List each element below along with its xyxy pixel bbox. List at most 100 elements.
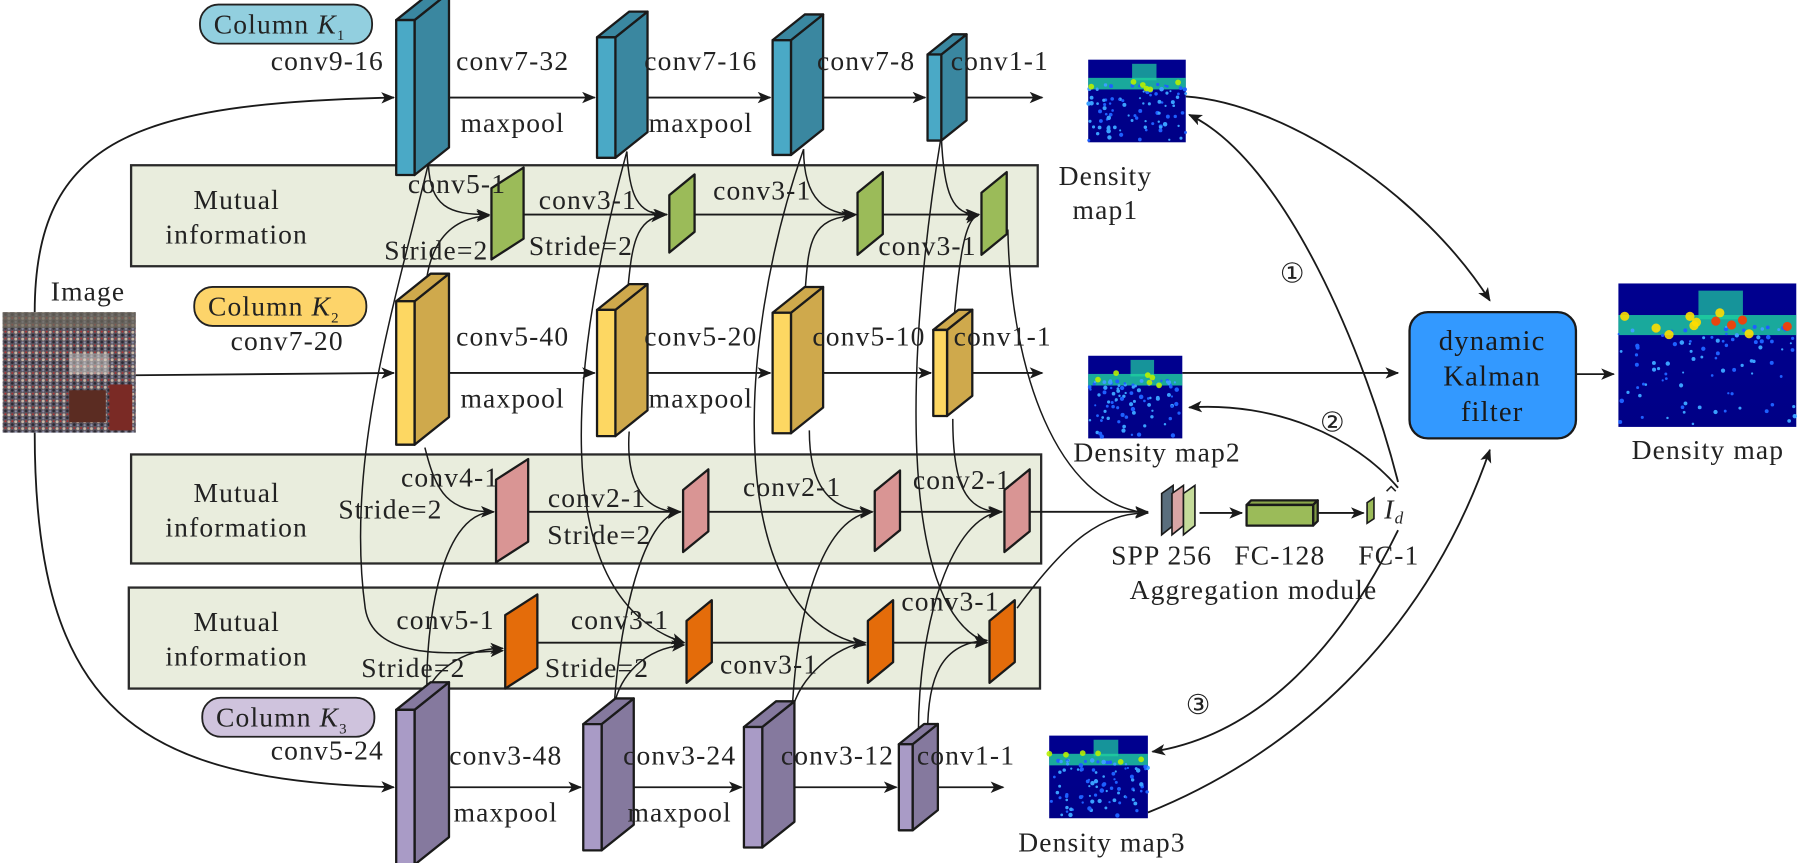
column-k3-layer-label-1: conv5-24 [271, 735, 384, 766]
final-density-map-label: Density map [1632, 434, 1785, 465]
mutual-info-3-layer-label-2: conv3-1 [571, 604, 669, 635]
maxpool-label: maxpool [627, 797, 731, 828]
mutual-info-connector [808, 430, 874, 518]
column-k3-layer-label-4: conv3-12 [781, 739, 894, 770]
mutual-info-1-layer-4 [980, 170, 1008, 256]
fc1-label: FC-1 [1358, 540, 1419, 571]
image-to-column-k2-edge [135, 367, 396, 379]
mutual-info-1-layer-1 [490, 166, 525, 261]
column-k1-layer-label-2: conv7-32 [456, 45, 569, 76]
mutual-info-connector [1016, 507, 1150, 609]
kalman-line-2: Kalman [1443, 361, 1541, 393]
mutual-info-1-layer-label-4: conv3-1 [878, 230, 976, 261]
mutual-info-3-layer-4 [988, 599, 1016, 684]
mutual-info-1-layer-3 [856, 170, 884, 256]
column-k2-layer-label-4: conv5-10 [812, 320, 925, 351]
column-k2-layer-label-1: conv7-20 [231, 325, 344, 356]
stride-label: Stride=2 [547, 519, 651, 550]
column-k3-layer-label-5: conv1-1 [917, 739, 1015, 770]
maxpool-label: maxpool [649, 382, 753, 413]
mutual-info-3-layer-label-4: conv3-1 [901, 586, 999, 617]
column-k3-pill: Column K3 [201, 696, 376, 738]
maxpool-label: maxpool [454, 797, 558, 828]
density-map-3 [1046, 735, 1150, 819]
mutual-info-label-line1: Mutual [193, 606, 279, 637]
mutual-info-2-layer-label-4: conv2-1 [913, 464, 1011, 495]
column-k2-layer-1 [395, 272, 451, 446]
column-k1-layer-3 [771, 13, 825, 157]
hat-accent [1386, 485, 1397, 492]
feedback-2-edge [1188, 400, 1399, 489]
dm1-to-kalman-edge [1185, 95, 1491, 302]
column-k2-layer-label-5: conv1-1 [954, 320, 1052, 351]
column-pill-text: Column K1 [214, 8, 346, 44]
mutual-info-connector [580, 151, 686, 645]
density-map2-label: Density map2 [1073, 436, 1240, 467]
mutual-info-connector [791, 507, 874, 712]
column-k3-layer-2 [582, 697, 635, 852]
column-k1-layer-4 [926, 33, 968, 142]
column-k1-layer-label-3: conv7-16 [644, 45, 757, 76]
column-k3-layer-4 [897, 722, 940, 832]
column-k2-layer-label-2: conv5-40 [456, 320, 569, 351]
column-k3-layer-label-2: conv3-48 [449, 739, 562, 770]
fc128-block [1245, 499, 1319, 527]
mutual-info-1-layer-label-3: conv3-1 [713, 175, 811, 206]
mutual-info-2-layer-label-2: conv2-1 [548, 482, 646, 513]
column-pill-text: Column K3 [216, 701, 348, 737]
column-k1-layer-2 [595, 10, 649, 159]
final-density-map [1617, 283, 1797, 427]
mutual-info-3-layer-2 [685, 599, 713, 684]
mutual-info-3-layer-3 [866, 599, 895, 684]
column-k3-layer-label-3: conv3-24 [623, 739, 736, 770]
feedback-marker-2: ② [1320, 407, 1346, 438]
density-map1-label-line2: map1 [1073, 194, 1139, 225]
input-image-label: Image [51, 276, 126, 307]
mutual-info-connector [613, 507, 681, 705]
maxpool-label: maxpool [460, 382, 564, 413]
feedback-1-edge [1188, 113, 1399, 483]
spp-block [1160, 483, 1196, 537]
mutual-info-connector [915, 135, 989, 644]
mutual-info-connector [917, 507, 1003, 735]
column-pill-text: Column K2 [208, 291, 340, 327]
mutual-info-2-layer-label-1: conv4-1 [401, 462, 499, 493]
column-k1-pill: Column K1 [199, 3, 374, 45]
mutual-info-connector [359, 163, 505, 658]
density-map1-label-line1: Density [1059, 160, 1153, 191]
mutual-info-label-line2: information [165, 641, 308, 672]
mutual-info-label-line2: information [165, 218, 308, 249]
estimated-density-symbol: Id [1383, 494, 1404, 528]
mutual-info-2-layer-3 [873, 469, 902, 552]
mutual-info-1-layer-label-2: conv3-1 [539, 184, 637, 215]
maxpool-label: maxpool [460, 107, 564, 138]
mutual-info-label-line1: Mutual [193, 184, 279, 215]
final-density-map-image [1617, 283, 1797, 427]
stride-label: Stride=2 [338, 494, 442, 525]
density-map-1 [1086, 59, 1188, 143]
column-k2-pill: Column K2 [193, 285, 368, 327]
column-k1-layer-label-4: conv7-8 [817, 45, 915, 76]
mutual-info-connector [753, 148, 867, 649]
column-k3-layer-3 [742, 700, 796, 849]
column-k1-layer-label-1: conv9-16 [271, 45, 384, 76]
column-k3-layer-1 [395, 681, 451, 863]
column-k2-layer-2 [595, 282, 649, 438]
mutual-info-connector [1007, 229, 1150, 518]
mutual-info-connector [424, 447, 495, 518]
maxpool-label: maxpool [649, 107, 753, 138]
mutual-info-1-layer-2 [668, 173, 696, 254]
kalman-line-3: filter [1461, 396, 1524, 428]
image-to-column-k3-edge [33, 432, 396, 793]
mutual-info-label-line1: Mutual [193, 477, 279, 508]
kalman-filter-block: dynamic Kalman filter [1408, 311, 1578, 440]
kalman-line-1: dynamic [1439, 325, 1546, 357]
mutual-info-1-layer-label-1: conv5-1 [408, 168, 506, 199]
stride-label: Stride=2 [529, 230, 633, 261]
mutual-info-label-line2: information [165, 512, 308, 543]
mutual-info-3-layer-label-3: conv3-1 [720, 649, 818, 680]
fc128-label: FC-128 [1234, 540, 1325, 571]
dm3-to-kalman-edge [1147, 448, 1492, 814]
